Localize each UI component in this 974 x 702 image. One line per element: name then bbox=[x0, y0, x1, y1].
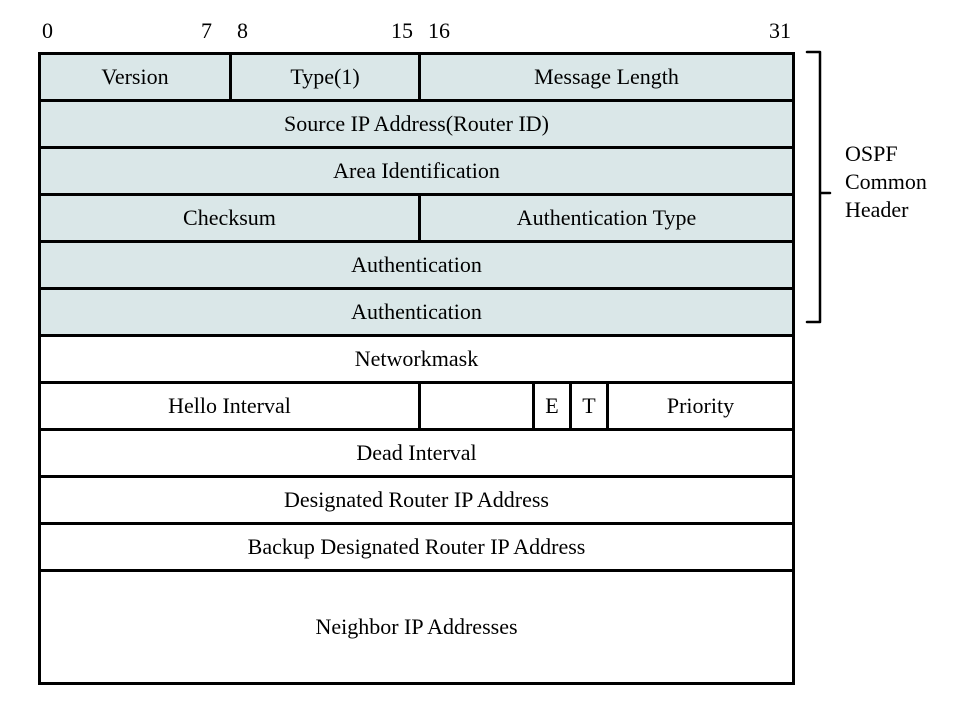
row-area-identification: Area Identification bbox=[41, 146, 792, 193]
row-designated-router: Designated Router IP Address bbox=[41, 475, 792, 522]
bit-label-31: 31 bbox=[769, 18, 791, 43]
hello-interval-field: Hello Interval bbox=[168, 393, 291, 418]
common-header-label-line: OSPF bbox=[845, 141, 898, 166]
message-length-field: Message Length bbox=[418, 55, 792, 99]
row-version-type-length: Version Type(1)Message Length bbox=[41, 55, 792, 99]
backup-designated-router-field: Backup Designated Router IP Address bbox=[247, 534, 586, 559]
authentication-type-field: Authentication Type bbox=[418, 196, 792, 240]
common-header-label-line: Common bbox=[845, 169, 927, 194]
t-flag-field: T bbox=[569, 384, 606, 428]
row-authentication-1: Authentication bbox=[41, 240, 792, 287]
bit-label-16: 16 bbox=[428, 18, 450, 43]
authentication-field-2: Authentication bbox=[351, 299, 482, 324]
area-identification-field: Area Identification bbox=[333, 158, 500, 183]
bit-label-0: 0 bbox=[42, 18, 53, 43]
dead-interval-field: Dead Interval bbox=[356, 440, 477, 465]
row-backup-designated-router: Backup Designated Router IP Address bbox=[41, 522, 792, 569]
row-neighbor-addresses: Neighbor IP Addresses bbox=[41, 569, 792, 682]
priority-field: Priority bbox=[606, 384, 792, 428]
row-authentication-2: Authentication bbox=[41, 287, 792, 334]
authentication-field-1: Authentication bbox=[351, 252, 482, 277]
neighbor-ip-addresses-field: Neighbor IP Addresses bbox=[315, 614, 518, 639]
row-dead-interval: Dead Interval bbox=[41, 428, 792, 475]
bit-label-8: 8 bbox=[237, 18, 248, 43]
row-network-mask: Networkmask bbox=[41, 334, 792, 381]
bit-label-15: 15 bbox=[391, 18, 413, 43]
common-header-label-line: Header bbox=[845, 197, 909, 222]
common-header-bracket bbox=[805, 50, 832, 324]
row-source-ip: Source IP Address(Router ID) bbox=[41, 99, 792, 146]
bit-label-7: 7 bbox=[201, 18, 212, 43]
type-field: Type(1) bbox=[229, 55, 418, 99]
network-mask-field: Networkmask bbox=[354, 346, 479, 371]
row-checksum-authtype: Checksum Authentication Type bbox=[41, 193, 792, 240]
designated-router-field: Designated Router IP Address bbox=[284, 487, 549, 512]
reserved-field bbox=[418, 384, 532, 428]
source-ip-address-field: Source IP Address(Router ID) bbox=[284, 111, 549, 136]
e-flag-field: E bbox=[532, 384, 569, 428]
version-field: Version bbox=[101, 64, 169, 89]
checksum-field: Checksum bbox=[183, 205, 276, 230]
